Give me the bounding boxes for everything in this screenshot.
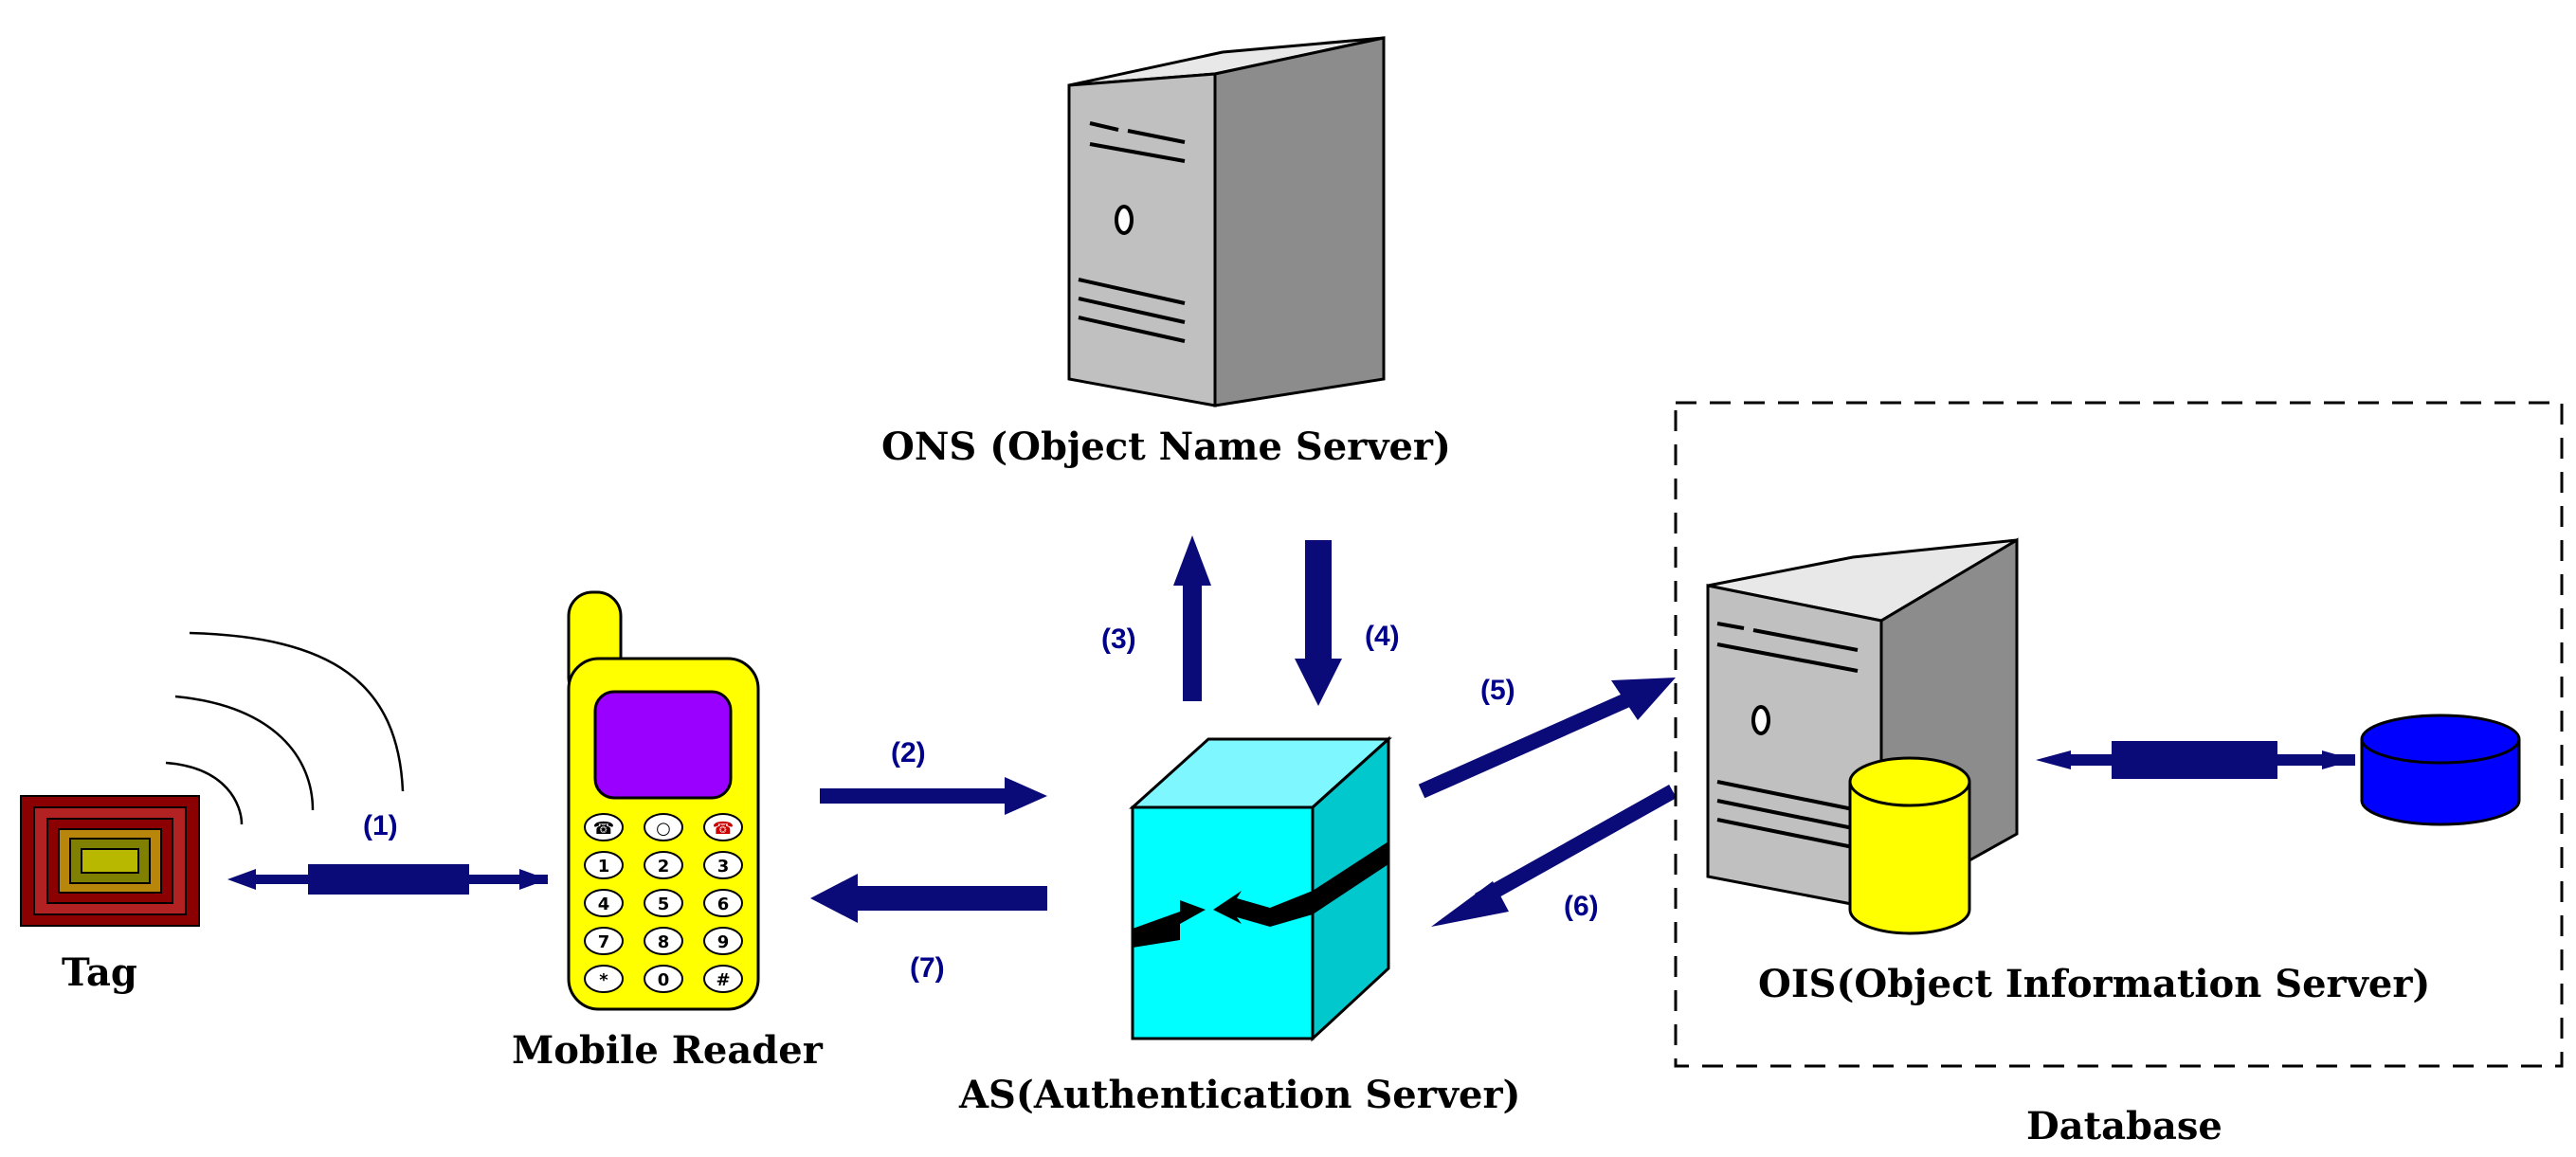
tag-reader-link-arrow xyxy=(227,864,548,895)
rfid-tag-icon xyxy=(20,795,200,927)
phone-key-label: ○ xyxy=(656,819,671,839)
database-cylinder-icon xyxy=(1848,756,1971,935)
phone-key xyxy=(584,889,624,917)
mobile-reader-label: Mobile Reader xyxy=(512,1028,823,1073)
step-6-label: (6) xyxy=(1564,891,1599,922)
phone-key-label: * xyxy=(599,970,608,990)
phone-key-label: 1 xyxy=(598,857,610,877)
step-3-label: (3) xyxy=(1101,624,1136,655)
ons-server-tower-icon xyxy=(1067,36,1386,407)
phone-key xyxy=(584,927,624,955)
phone-key xyxy=(584,965,624,993)
phone-key xyxy=(644,851,683,879)
phone-key-label: 5 xyxy=(658,895,670,914)
phone-key xyxy=(584,851,624,879)
phone-key xyxy=(703,965,743,993)
phone-keypad: ☎ ○ ☎ 1 2 3 4 5 6 7 8 9 * 0 # xyxy=(584,813,743,993)
database-boundary xyxy=(1674,401,2564,1068)
phone-key-label: 9 xyxy=(717,932,730,952)
step-5-label: (5) xyxy=(1480,675,1515,706)
phone-key-label: 4 xyxy=(598,895,610,914)
phone-key xyxy=(584,813,624,841)
phone-key-label: 8 xyxy=(658,932,670,952)
database-label: Database xyxy=(2026,1104,2222,1148)
phone-key xyxy=(644,813,683,841)
phone-key-label: ☎ xyxy=(713,819,734,839)
phone-key-label: 0 xyxy=(658,970,670,990)
phone-key-label: 3 xyxy=(717,857,730,877)
phone-key xyxy=(644,889,683,917)
phone-key xyxy=(703,889,743,917)
ons-label: ONS (Object Name Server) xyxy=(881,425,1451,469)
database-cylinder-icon xyxy=(2360,714,2521,826)
ois-server-tower-icon xyxy=(1706,537,2019,913)
phone-key-label: # xyxy=(716,970,730,990)
phone-key xyxy=(703,851,743,879)
step-arrows xyxy=(810,535,2355,927)
ois-label: OIS(Object Information Server) xyxy=(1758,962,2431,1006)
as-label: AS(Authentication Server) xyxy=(959,1073,1521,1117)
phone-key xyxy=(644,965,683,993)
phone-key xyxy=(703,813,743,841)
phone-key xyxy=(644,927,683,955)
phone-key xyxy=(703,927,743,955)
step-4-label: (4) xyxy=(1365,621,1400,652)
phone-key-label: 6 xyxy=(717,895,730,914)
phone-key-label: 7 xyxy=(598,932,610,952)
authentication-cube-icon xyxy=(1129,735,1392,1042)
step-2-label: (2) xyxy=(891,737,926,768)
phone-key-label: ☎ xyxy=(593,819,614,839)
tag-label: Tag xyxy=(62,950,137,995)
step-7-label: (7) xyxy=(910,952,945,984)
step-1-label: (1) xyxy=(363,810,398,841)
phone-key-label: 2 xyxy=(658,857,670,877)
radio-wave-icon xyxy=(165,631,405,825)
